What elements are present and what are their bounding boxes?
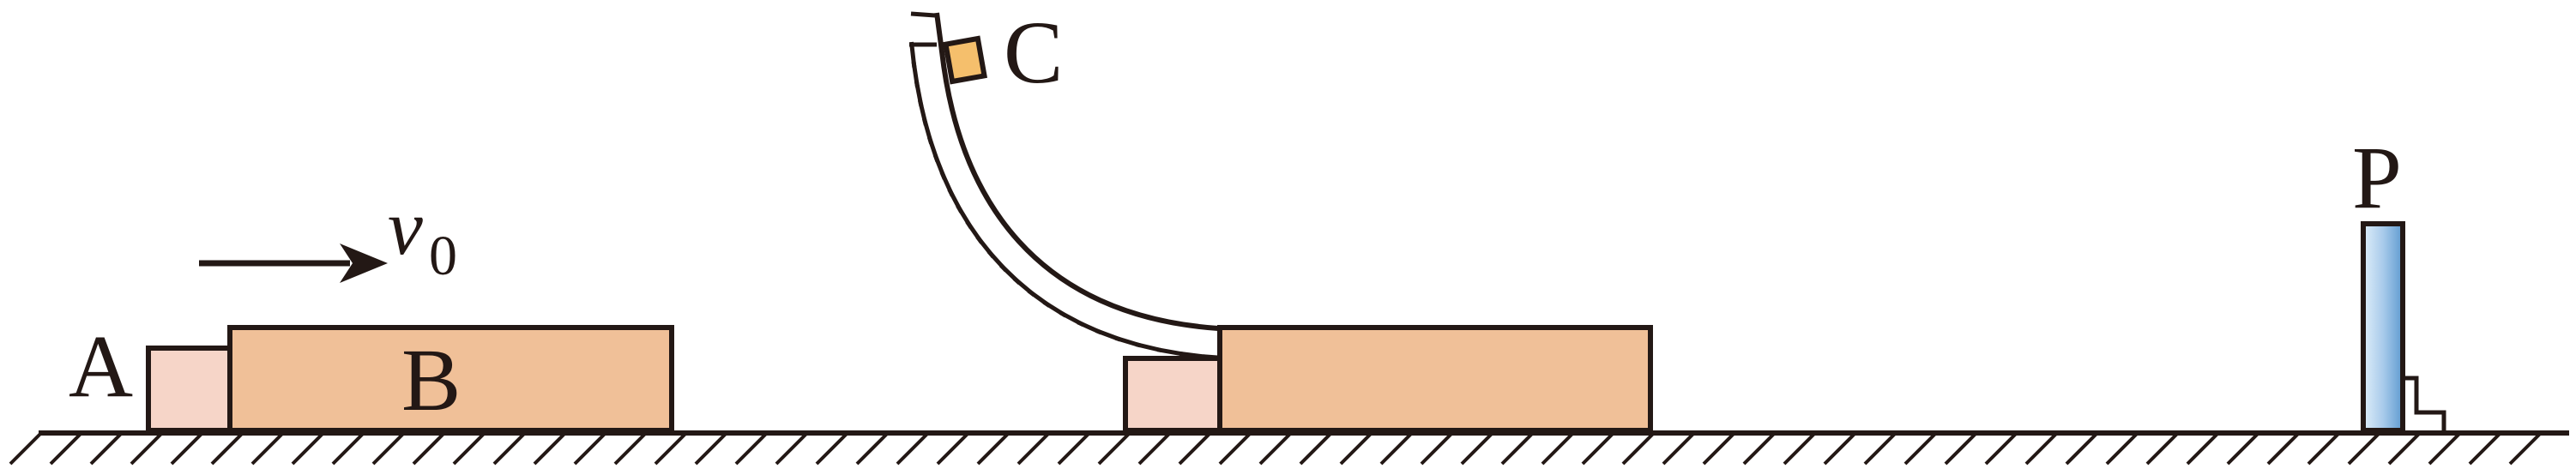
hatch-mark — [371, 431, 406, 466]
track-hatch-mark — [1156, 347, 1184, 357]
hatch-mark — [1460, 431, 1494, 466]
hatch-mark — [936, 431, 970, 466]
hatch-mark — [1903, 431, 1938, 466]
ground — [9, 430, 2569, 466]
post-p — [2361, 221, 2405, 433]
hatch-mark — [291, 431, 325, 466]
hatch-mark — [1742, 431, 1777, 466]
hatch-mark — [492, 431, 527, 466]
block-a — [146, 346, 232, 433]
hatch-mark — [1621, 431, 1656, 466]
hatch-mark — [2468, 431, 2502, 466]
label-velocity-subscript: 0 — [429, 225, 457, 287]
hatch-mark — [1218, 431, 1252, 466]
hatch-mark — [9, 431, 43, 466]
board-b — [227, 325, 674, 433]
label-a: A — [69, 317, 133, 416]
hatch-mark — [976, 431, 1010, 466]
hatch-mark — [613, 431, 648, 466]
hatch-mark — [896, 431, 930, 466]
velocity-arrow — [199, 244, 388, 283]
hatch-mark — [2226, 431, 2260, 466]
hatch-mark — [1984, 431, 2018, 466]
hatch-mark — [1097, 431, 1131, 466]
hatch-mark — [855, 431, 890, 466]
curved-track — [934, 12, 1219, 331]
middle-scene: C — [909, 3, 1653, 433]
hatch-mark — [694, 431, 728, 466]
hatch-mark — [2145, 431, 2180, 466]
hatch-mark — [1017, 431, 1051, 466]
hatch-mark — [2387, 431, 2422, 466]
hatch-mark — [734, 431, 769, 466]
track-hatch-mark — [1135, 342, 1161, 352]
hatch-mark — [1178, 431, 1212, 466]
track-hatch-mark — [910, 11, 936, 18]
hatch-mark — [1541, 431, 1575, 466]
hatch-mark — [1581, 431, 1615, 466]
track-hatching — [909, 11, 1229, 361]
hatch-mark — [1420, 431, 1454, 466]
arrow-head — [340, 244, 388, 283]
hatch-mark — [2347, 431, 2381, 466]
hatch-mark — [1137, 431, 1172, 466]
hatch-mark — [2428, 431, 2462, 466]
block-small-middle — [1123, 356, 1222, 433]
hatch-mark — [1662, 431, 1696, 466]
hatch-mark — [130, 431, 164, 466]
hatch-mark — [2105, 431, 2139, 466]
hatch-mark — [412, 431, 446, 466]
hatch-mark — [49, 431, 83, 466]
hatch-mark — [2266, 431, 2301, 466]
hatch-mark — [1299, 431, 1333, 466]
hatch-mark — [170, 431, 204, 466]
hatch-mark — [573, 431, 607, 466]
label-b: B — [401, 331, 461, 430]
hatch-mark — [2024, 431, 2059, 466]
hatch-mark — [1057, 431, 1091, 466]
label-velocity: v — [388, 183, 423, 271]
hatch-mark — [2186, 431, 2220, 466]
hatch-mark — [331, 431, 365, 466]
hatch-mark — [1379, 431, 1414, 466]
hatch-mark — [775, 431, 809, 466]
hatch-mark — [2065, 431, 2099, 466]
hatch-mark — [1702, 431, 1736, 466]
hatch-mark — [815, 431, 849, 466]
hatch-mark — [210, 431, 244, 466]
right-scene: P — [2352, 129, 2446, 433]
hatch-mark — [1258, 431, 1293, 466]
hatch-mark — [1863, 431, 1897, 466]
hatch-mark — [89, 431, 124, 466]
hatch-mark — [2307, 431, 2341, 466]
hatch-mark — [250, 431, 285, 466]
hatch-mark — [1823, 431, 1857, 466]
hatch-mark — [1339, 431, 1373, 466]
ground-hatching — [9, 431, 2543, 466]
left-scene: A B v 0 — [69, 183, 674, 433]
hatch-mark — [1944, 431, 1978, 466]
slider-c — [942, 35, 988, 85]
hatch-mark — [1500, 431, 1535, 466]
board-middle — [1217, 325, 1653, 433]
post-support — [2403, 376, 2446, 431]
label-c: C — [1004, 3, 1063, 102]
hatch-mark — [533, 431, 567, 466]
hatch-mark — [654, 431, 688, 466]
label-p: P — [2352, 129, 2402, 227]
hatch-mark — [2508, 431, 2543, 466]
hatch-mark — [452, 431, 486, 466]
hatch-mark — [1783, 431, 1817, 466]
